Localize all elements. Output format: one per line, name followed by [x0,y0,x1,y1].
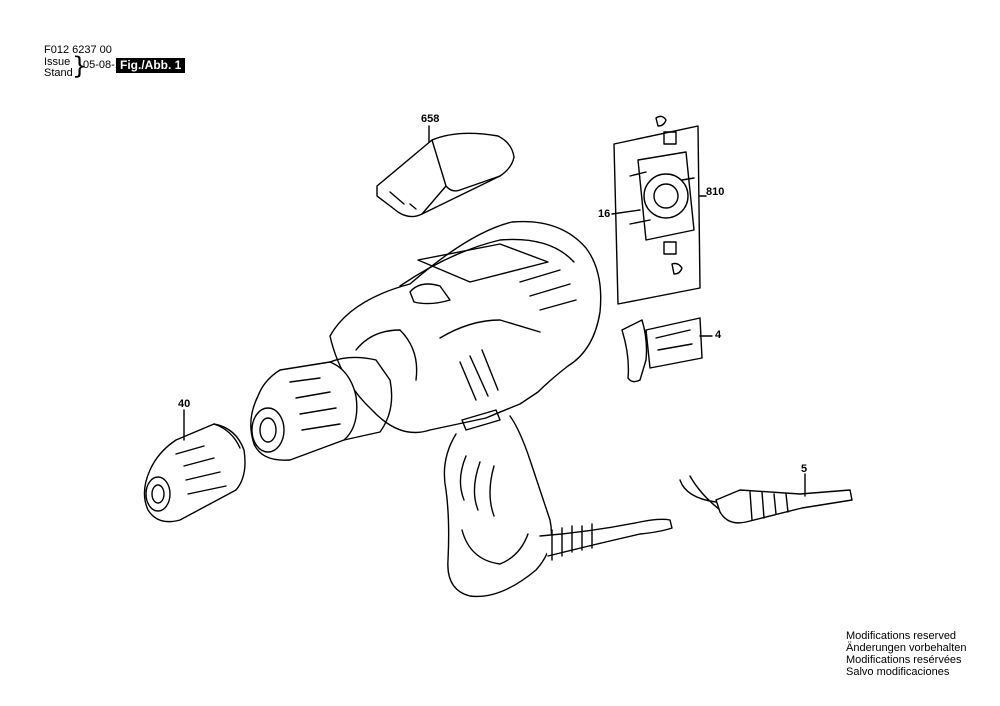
drill-body-part [250,220,673,598]
notice-line: Modifications resérvées [846,654,962,666]
part-number-4: 4 [715,329,722,341]
part-number-16: 16 [598,208,611,220]
part-number-40: 40 [178,398,191,410]
notice-line: Salvo modificaciones [846,666,950,678]
notice-line: Änderungen vorbehalten [846,642,967,654]
power-cord-part [679,473,853,524]
brace: } [72,52,88,80]
housing-cover-part [376,125,515,218]
part-number-5: 5 [801,463,808,475]
part-number-658: 658 [421,113,440,125]
notice-line: Modifications reserved [846,630,957,642]
issue-label: Issue [44,56,71,68]
brush-holder-part [611,115,707,305]
keyless-chuck-part [143,409,246,523]
switch-part [621,317,713,383]
figure-label: Fig./Abb. 1 [116,58,186,73]
stand-label: Stand [44,67,73,79]
part-number-810: 810 [706,186,725,198]
modifications-notice: Modifications reserved Änderungen vorbeh… [846,630,966,678]
model-number: F012 6237 00 [44,44,112,56]
